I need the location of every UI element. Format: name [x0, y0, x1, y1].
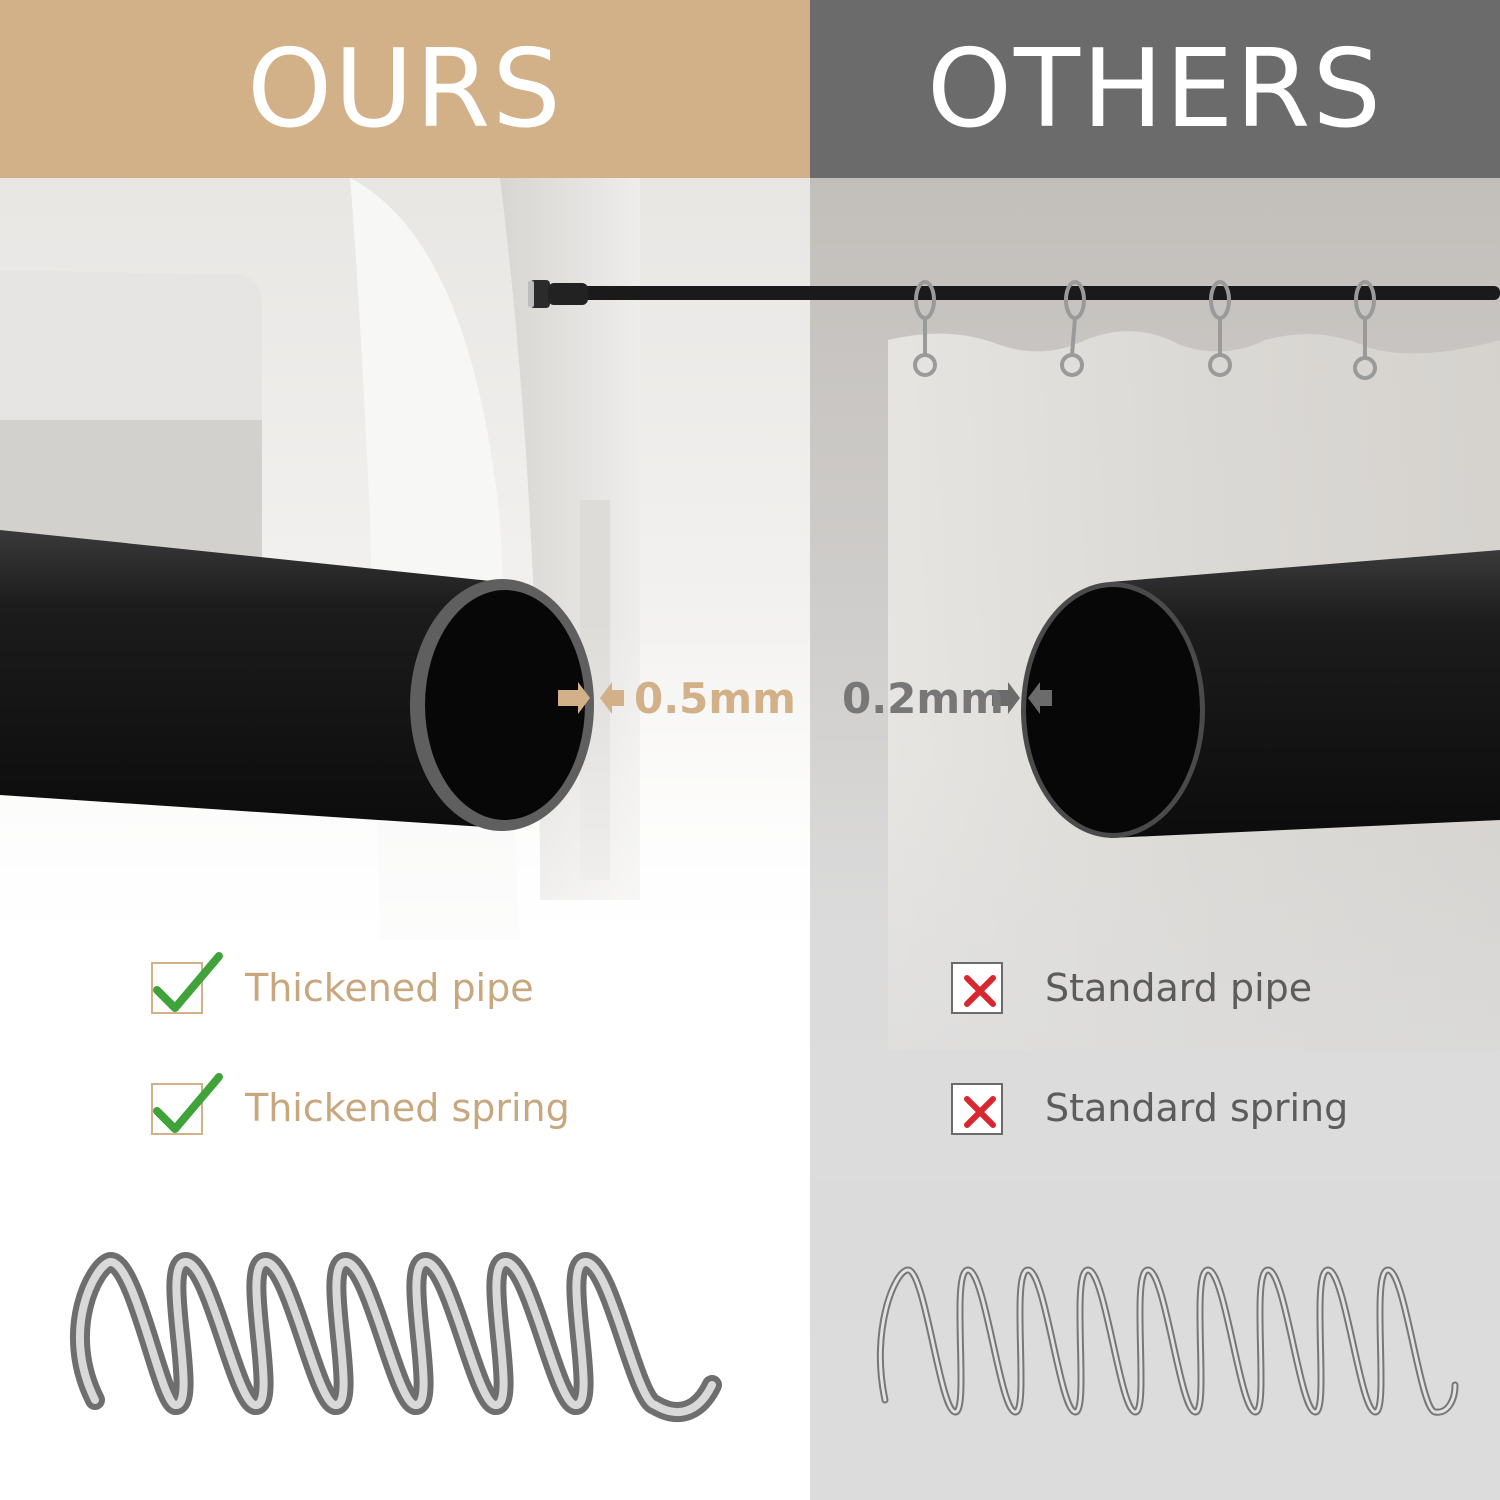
others-thickness-arrows [992, 682, 1052, 714]
others-pipe [1021, 550, 1500, 838]
check-icon [153, 1073, 223, 1133]
others-thickness-label: 0.2mm [842, 674, 1004, 723]
ours-thickness-arrows [558, 682, 624, 714]
ours-feature-2-checkbox [151, 1073, 223, 1135]
ours-header: OURS [0, 0, 810, 178]
cross-icon [964, 1096, 996, 1128]
others-header: OTHERS [810, 0, 1500, 178]
curtain-rings [913, 280, 1377, 380]
ours-feature-1-checkbox [151, 952, 223, 1014]
ours-feature-1-label: Thickened pipe [245, 966, 534, 1010]
others-feature-2-checkbox [951, 1083, 1003, 1135]
ours-spring [69, 1252, 722, 1423]
ours-title: OURS [247, 26, 563, 152]
ours-feature-2-label: Thickened spring [245, 1086, 570, 1130]
others-feature-1-label: Standard pipe [1045, 966, 1313, 1010]
bathroom-wall [0, 270, 262, 420]
check-icon [153, 952, 223, 1012]
others-feature-1-checkbox [951, 962, 1003, 1014]
ours-pipe [0, 530, 594, 831]
others-spring [876, 1266, 1459, 1416]
others-feature-2-label: Standard spring [1045, 1086, 1349, 1130]
ours-thickness-label: 0.5mm [634, 674, 796, 723]
cross-icon [964, 975, 996, 1007]
others-title: OTHERS [926, 26, 1384, 152]
